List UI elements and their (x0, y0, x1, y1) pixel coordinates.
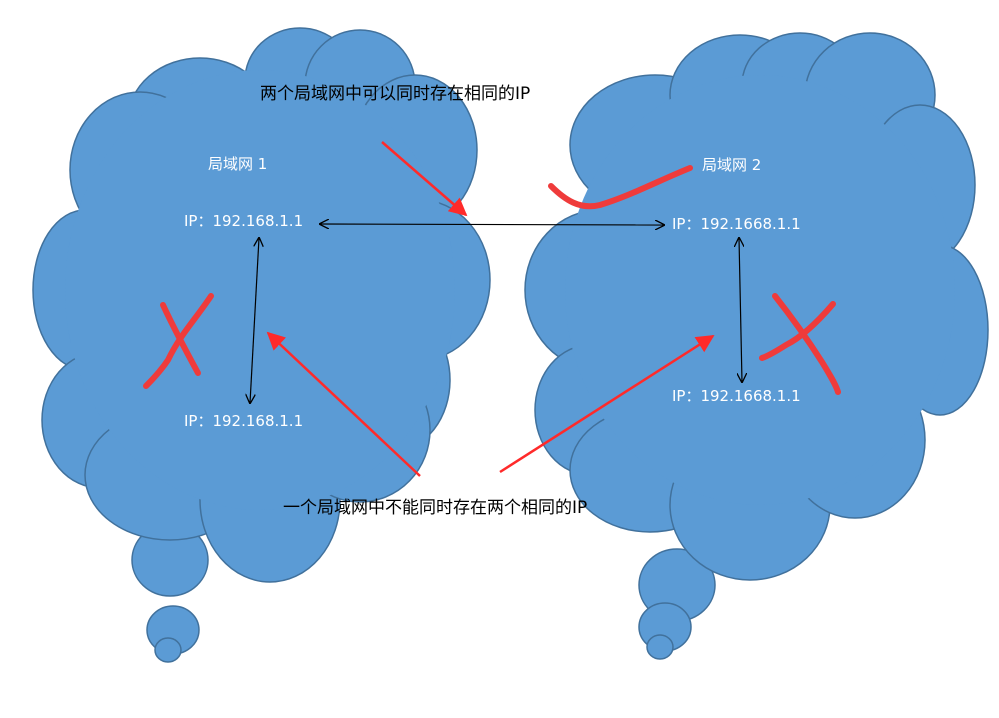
red-x-mark-lan-2-stroke (759, 301, 836, 361)
connector-lan-2-internal (739, 238, 742, 382)
lan-1-ip-bottom: IP：192.168.1.1 (184, 412, 304, 430)
lan-1-name: 局域网 1 (208, 155, 268, 173)
red-arrow-top (381, 141, 468, 217)
annotation-top: 两个局域网中可以同时存在相同的IP (260, 84, 531, 104)
red-x-mark-lan-1-stroke (143, 293, 214, 389)
red-x-mark-lan-1 (160, 302, 201, 376)
lan-2-ip-bottom: IP：192.1668.1.1 (672, 387, 801, 405)
lan-2-name: 局域网 2 (702, 156, 762, 174)
red-marks (143, 165, 841, 395)
red-x-mark-lan-2 (772, 293, 841, 395)
red-arrow-bottom-left (266, 331, 421, 477)
annotation-bottom: 一个局域网中不能同时存在两个相同的IP (283, 498, 588, 518)
lan-1-ip-top: IP：192.168.1.1 (184, 212, 304, 230)
red-scribble-lan-2 (548, 165, 693, 210)
lan-2-ip-top: IP：192.1668.1.1 (672, 215, 801, 233)
connector-between-lans (320, 224, 664, 225)
cloud-lan-1 (32, 27, 491, 663)
cloud-lan-2 (524, 32, 989, 660)
connector-lan-1-internal (250, 238, 259, 403)
red-arrow-bottom-right (499, 334, 715, 474)
